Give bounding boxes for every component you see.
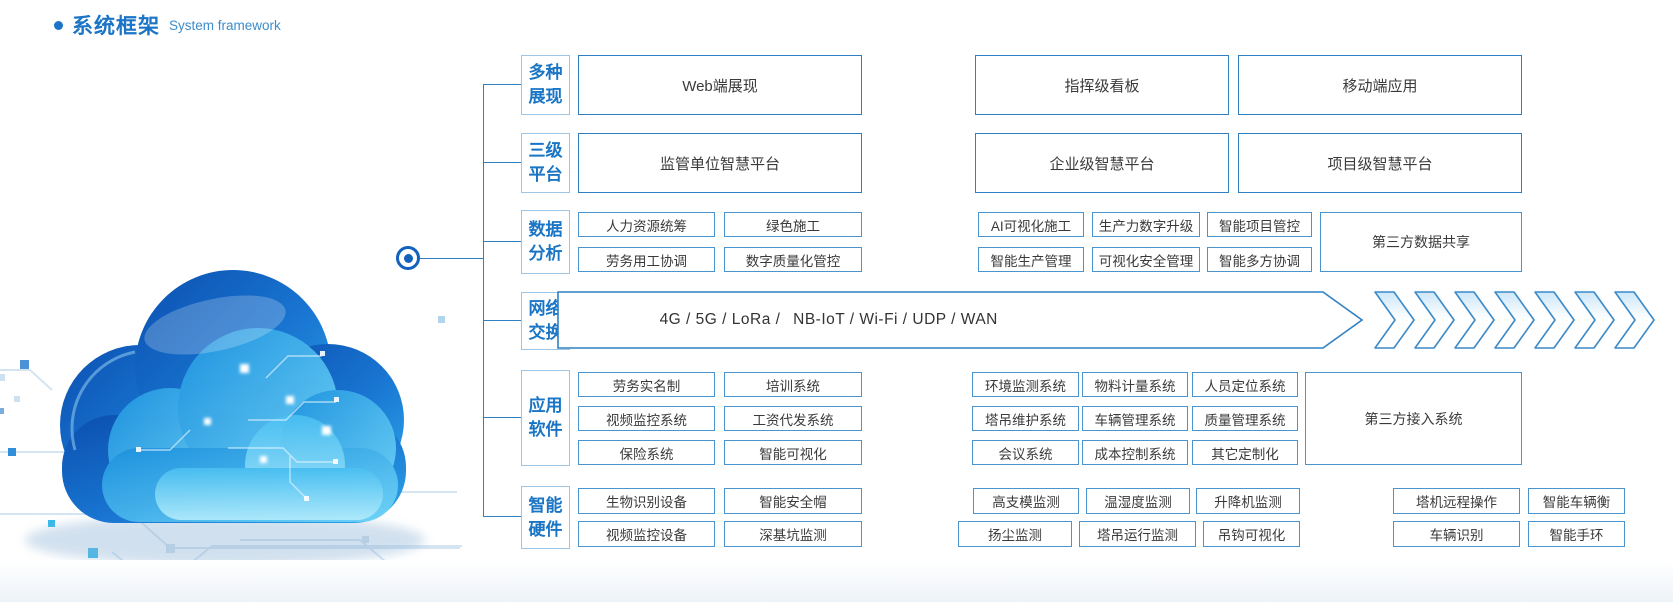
box-insurance-sys: 保险系统 — [578, 440, 715, 465]
stub-r1 — [483, 84, 522, 85]
box-digital-quality: 数字质量化管控 — [724, 247, 862, 272]
network-protocols-left: 4G / 5G / LoRa / — [659, 311, 781, 328]
box-smart-visual: 智能可视化 — [724, 440, 862, 465]
category-data-analysis: 数据 分析 — [521, 210, 570, 274]
box-green-construct: 绿色施工 — [724, 212, 862, 237]
stub-r5 — [483, 417, 522, 418]
box-video-device: 视频监控设备 — [578, 521, 715, 547]
cloud-connector-dot — [403, 253, 413, 263]
box-meeting-sys: 会议系统 — [972, 440, 1079, 465]
cloud-connector-node — [396, 246, 420, 270]
box-productivity: 生产力数字升级 — [1092, 212, 1200, 237]
cloud-illustration — [0, 270, 462, 587]
bottom-fade — [0, 560, 1673, 602]
stub-r3 — [483, 241, 522, 242]
tree-trunk-line — [483, 84, 484, 517]
box-crane-maintain: 塔吊维护系统 — [972, 406, 1079, 431]
flow-chevrons — [1374, 291, 1655, 349]
cloud-gloss — [144, 295, 286, 355]
box-formwork-monitor: 高支模监测 — [973, 488, 1079, 514]
box-mobile-app: 移动端应用 — [1238, 55, 1522, 115]
box-web-display: Web端展现 — [578, 55, 862, 115]
box-enterprise-platform: 企业级智慧平台 — [975, 133, 1229, 193]
box-salary-sys: 工资代发系统 — [724, 406, 862, 431]
box-visual-safety: 可视化安全管理 — [1092, 247, 1200, 272]
box-other-custom: 其它定制化 — [1192, 440, 1298, 465]
network-protocols-right: NB-IoT / Wi-Fi / UDP / WAN — [793, 311, 998, 328]
box-thirdparty-data-share: 第三方数据共享 — [1320, 212, 1522, 272]
network-arrow — [557, 291, 1655, 349]
cloud-link-line — [419, 258, 483, 259]
cloud-rim-light — [70, 350, 136, 451]
box-smart-production: 智能生产管理 — [978, 247, 1084, 272]
category-multi-display: 多种 展现 — [521, 55, 570, 115]
bullet-icon — [54, 20, 63, 30]
box-smart-helmet: 智能安全帽 — [724, 488, 862, 514]
box-bio-id-device: 生物识别设备 — [578, 488, 715, 514]
page-title: 系统框架 System framework — [54, 10, 281, 40]
box-smart-wristband: 智能手环 — [1528, 521, 1625, 547]
box-material-sys: 物料计量系统 — [1082, 372, 1188, 397]
box-tower-remote: 塔机远程操作 — [1393, 488, 1520, 514]
cloud-bright — [155, 415, 383, 520]
cloud-circuit-traces — [140, 355, 336, 499]
box-multi-coord: 智能多方协调 — [1207, 247, 1312, 272]
box-video-monitor-sys: 视频监控系统 — [578, 406, 715, 431]
stub-r4 — [483, 320, 522, 321]
box-crane-run-monitor: 塔吊运行监测 — [1079, 521, 1196, 547]
cloud-shadow — [25, 514, 425, 566]
title-en: System framework — [169, 17, 281, 33]
box-hr-overall: 人力资源统筹 — [578, 212, 715, 237]
category-smart-hardware: 智能 硬件 — [521, 486, 570, 549]
box-env-monitor-sys: 环境监测系统 — [972, 372, 1079, 397]
box-smart-project: 智能项目管控 — [1207, 212, 1312, 237]
stub-r2 — [483, 162, 522, 163]
box-cost-control: 成本控制系统 — [1082, 440, 1188, 465]
box-thirdparty-access: 第三方接入系统 — [1305, 372, 1522, 465]
box-command-board: 指挥级看板 — [975, 55, 1229, 115]
box-regulator-platform: 监管单位智慧平台 — [578, 133, 862, 193]
stub-r6 — [483, 516, 522, 517]
box-project-platform: 项目级智慧平台 — [1238, 133, 1522, 193]
box-ai-visual: AI可视化施工 — [978, 212, 1084, 237]
box-lift-monitor: 升降机监测 — [1196, 488, 1300, 514]
category-app-software: 应用 软件 — [521, 370, 570, 466]
box-quality-manage: 质量管理系统 — [1192, 406, 1298, 431]
box-vehicle-manage: 车辆管理系统 — [1082, 406, 1188, 431]
cloud-circuit-pads — [136, 351, 339, 501]
box-dust-monitor: 扬尘监测 — [958, 521, 1072, 547]
title-zh: 系统框架 — [72, 15, 160, 38]
box-labor-coord: 劳务用工协调 — [578, 247, 715, 272]
box-training-sys: 培训系统 — [724, 372, 862, 397]
cloud-glow-squares — [204, 364, 331, 463]
box-hook-visual: 吊钩可视化 — [1203, 521, 1300, 547]
box-vehicle-id: 车辆识别 — [1393, 521, 1520, 547]
box-temp-humidity: 温湿度监测 — [1086, 488, 1190, 514]
box-deep-pit-monitor: 深基坑监测 — [724, 521, 862, 547]
box-smart-weighbridge: 智能车辆衡 — [1528, 488, 1625, 514]
box-personnel-locate: 人员定位系统 — [1192, 372, 1298, 397]
network-bar — [557, 291, 1364, 349]
category-three-platform: 三级 平台 — [521, 133, 570, 193]
box-labor-realname: 劳务实名制 — [578, 372, 715, 397]
